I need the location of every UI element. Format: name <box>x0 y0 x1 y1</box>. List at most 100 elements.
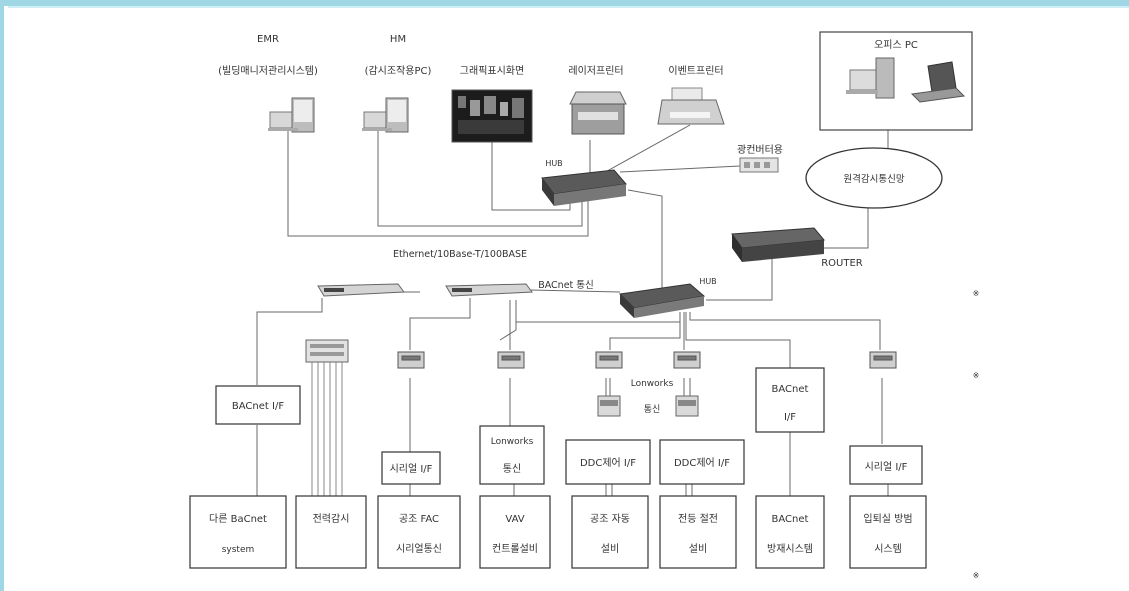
graphic-panel-screen <box>451 89 533 143</box>
io-module-serial1 <box>397 351 425 369</box>
line-emr-hub <box>287 130 589 237</box>
fire-label-a: BACnet <box>772 514 809 525</box>
office-laptop-icon <box>910 61 966 103</box>
line-hm-hub <box>377 130 583 227</box>
bacnet-switch-2 <box>445 283 533 297</box>
graphic-panel-label: 그래픽표시화면 <box>460 65 524 77</box>
bacnet-if-label: BACnet I/F <box>232 401 284 412</box>
router-label: ROUTER <box>821 258 863 269</box>
emr-subtitle: (빌딩매니저관리시스템) <box>218 65 318 77</box>
line-hub-media <box>619 165 741 173</box>
ethernet-label: Ethernet/10Base-T/100BASE <box>393 249 527 260</box>
vav-label-a: VAV <box>505 514 524 525</box>
hm-title: HM <box>390 34 406 45</box>
other-bacnet-label-a: 다른 BaCnet <box>209 513 267 525</box>
io-module-serial2 <box>869 351 897 369</box>
ddc-if-1-label: DDC제어 I/F <box>580 457 636 469</box>
vav-label-b: 컨트롤설비 <box>492 543 538 555</box>
event-printer-label: 이벤트프린터 <box>668 65 723 77</box>
frame-top-border <box>0 0 1129 6</box>
note-mark-right-2: ※ <box>973 371 980 380</box>
line-hub-bacnet-r <box>685 312 791 370</box>
lighting-label-a: 전등 절전 <box>678 512 718 525</box>
lonworks-box-label-a: Lonworks <box>491 437 534 447</box>
office-pc-label: 오피스 PC <box>874 39 918 51</box>
mid-hub-icon <box>618 283 706 318</box>
box-hvac <box>571 495 649 569</box>
power-connector-icon <box>305 339 349 363</box>
bacnet-if-box <box>215 385 301 425</box>
fac-label-b: 시리얼통신 <box>396 543 442 555</box>
access-label-b: 시스템 <box>874 543 902 555</box>
line-sw2-lon-b <box>499 300 517 341</box>
line-hub-hub <box>627 189 663 290</box>
lighting-label-b: 설비 <box>689 543 707 555</box>
serial-if-1-box <box>381 451 441 485</box>
line-cloud-router <box>820 206 869 249</box>
office-desktop-icon <box>846 57 895 99</box>
emr-title: EMR <box>257 34 279 45</box>
hm-computer-icon <box>362 97 409 133</box>
laser-printer-icon <box>569 91 627 135</box>
connection-lines <box>256 124 889 496</box>
serial-if-2-box <box>849 445 923 485</box>
box-power <box>295 495 367 569</box>
hm-subtitle: (감시조작용PC) <box>365 65 432 77</box>
box-lighting <box>659 495 737 569</box>
line-router-hub <box>706 256 773 301</box>
line-hub-right <box>689 312 881 350</box>
lonworks-comm-label-a: Lonworks <box>631 379 674 389</box>
other-bacnet-label-b: system <box>222 545 255 555</box>
frame-inner-border <box>8 6 1129 8</box>
serial-if-1-label: 시리얼 I/F <box>390 463 433 475</box>
router-icon <box>731 227 825 262</box>
boxes <box>189 367 927 569</box>
lonworks-box <box>479 425 545 485</box>
box-vav <box>479 495 551 569</box>
box-access <box>849 495 927 569</box>
power-label: 전력감시 <box>313 513 350 525</box>
note-mark-bottom: ※ <box>973 571 980 580</box>
bacnet-if-right-box <box>755 367 825 433</box>
hub-mid-label: HUB <box>699 277 716 286</box>
line-hub-ddc1 <box>609 312 681 350</box>
ddc-if-2-label: DDC제어 I/F <box>674 457 730 469</box>
fac-label-a: 공조 FAC <box>399 513 439 525</box>
bacnet-if-right-label-b: I/F <box>784 412 796 423</box>
line-sw1-bacnet-if <box>256 298 323 385</box>
serial-if-2-label: 시리얼 I/F <box>865 461 908 473</box>
top-hub-icon <box>541 169 627 206</box>
lonworks-box-label-b: 통신 <box>503 463 521 475</box>
line-sw2-hub <box>529 289 621 293</box>
event-printer-icon <box>657 87 725 125</box>
io-module-lon <box>497 351 525 369</box>
line-event-hub <box>599 124 691 176</box>
hvac-label-a: 공조 자동 <box>590 513 630 525</box>
bacnet-switch-1 <box>317 283 405 297</box>
media-converter-icon <box>739 157 779 173</box>
emr-computer-icon <box>268 97 315 133</box>
bacnet-comm-label: BACnet 통신 <box>538 280 594 291</box>
power-wires <box>311 360 343 496</box>
io-module-ddc2 <box>673 351 701 369</box>
ddc-if-2-box <box>659 439 745 485</box>
ddc-if-1-box <box>565 439 651 485</box>
internal-network-label: 원격감시통신망 <box>843 173 904 185</box>
box-fire <box>755 495 825 569</box>
box-fac <box>377 495 461 569</box>
box-other-bacnet <box>189 495 287 569</box>
line-graphic-hub <box>491 140 571 211</box>
lonworks-adapter-2 <box>675 395 699 417</box>
hub-top-label: HUB <box>545 159 562 168</box>
frame-left-border <box>0 0 4 591</box>
fire-label-b: 방재시스템 <box>767 543 813 555</box>
media-converter-label: 광컨버터용 <box>737 144 783 156</box>
note-mark-right-1: ※ <box>973 289 980 298</box>
io-modules <box>397 351 897 369</box>
bacnet-if-right-label-a: BACnet <box>772 384 809 395</box>
hvac-label-b: 설비 <box>601 543 619 555</box>
line-sw2-serial <box>409 298 471 350</box>
lonworks-comm-label-b: 통신 <box>644 404 661 415</box>
